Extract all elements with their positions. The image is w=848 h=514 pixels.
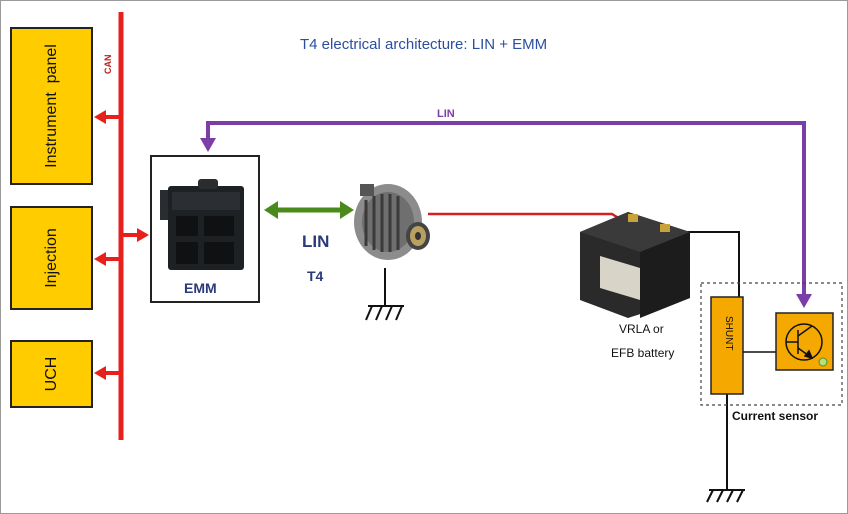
can-arrow-injection — [94, 252, 121, 266]
instrument-panel-label: Instrument panel — [42, 44, 60, 168]
can-arrow-instrument-panel — [94, 110, 121, 124]
instrument-panel-box: Instrument panel — [10, 27, 93, 185]
emm-module-image — [160, 179, 244, 270]
can-arrow-emm — [121, 228, 149, 242]
battery-icon — [580, 212, 690, 318]
can-label: CAN — [103, 54, 113, 75]
diagram-title: T4 electrical architecture: LIN + EMM — [300, 36, 548, 53]
battery-negative-cable — [686, 231, 740, 298]
battery-type-label: VRLA or — [619, 322, 664, 336]
lin-bus-label: LIN — [437, 108, 455, 120]
current-sensor-label: Current sensor — [732, 409, 819, 423]
lin-link-label: LIN — [302, 232, 330, 251]
current-sensor-outline — [700, 282, 843, 406]
injection-box: Injection — [10, 206, 93, 310]
lin-bus-line — [200, 121, 812, 308]
uch-label: UCH — [42, 356, 60, 392]
lin-link-arrow — [264, 201, 354, 219]
alternator-icon — [354, 184, 430, 260]
uch-box: UCH — [10, 340, 93, 408]
transistor-icon — [785, 323, 823, 361]
emm-box — [150, 155, 260, 303]
t4-label: T4 — [307, 268, 324, 284]
emm-label: EMM — [184, 280, 217, 296]
shunt-box — [710, 296, 744, 395]
battery-name-label: EFB battery — [611, 346, 675, 360]
can-arrow-uch — [94, 366, 121, 380]
battery-positive-cable — [428, 212, 629, 226]
injection-label: Injection — [42, 228, 60, 288]
shunt-label: SHUNT — [723, 316, 734, 351]
sensor-led-icon — [818, 357, 828, 367]
alternator-ground-icon — [365, 268, 404, 321]
shunt-ground-icon — [706, 489, 745, 503]
